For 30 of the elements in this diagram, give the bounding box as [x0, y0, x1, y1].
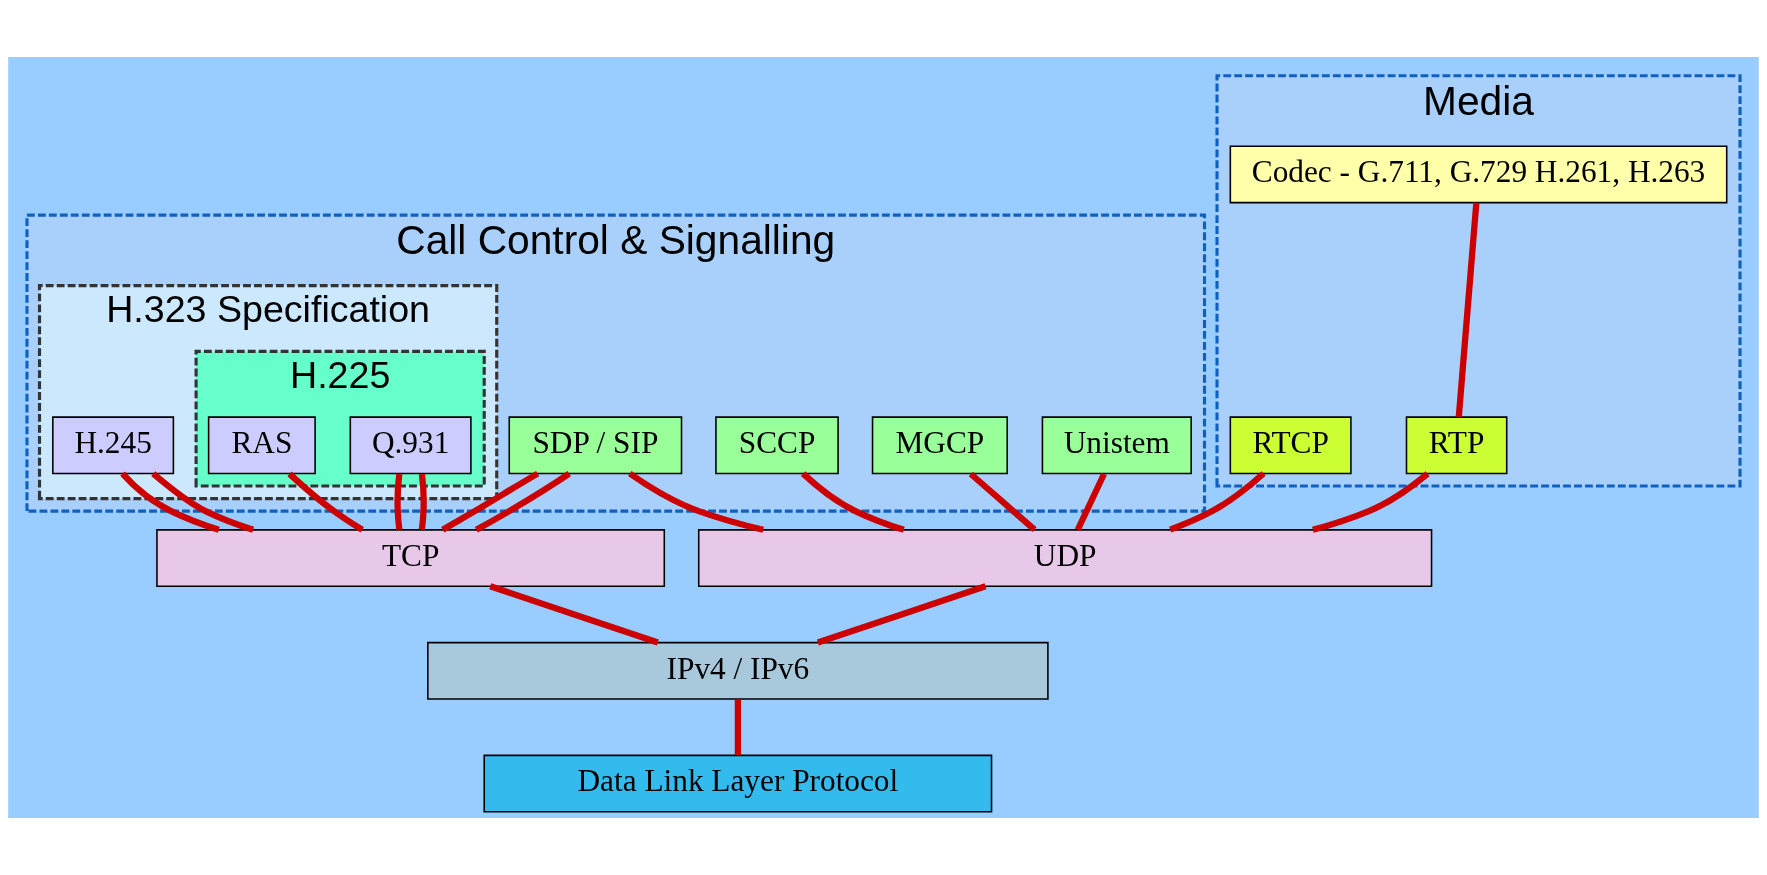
node-box: Data Link Layer Protocol: [483, 754, 993, 813]
node-box: MGCP: [871, 416, 1008, 475]
connector: [800, 471, 905, 533]
connector: [1312, 471, 1430, 533]
node-box: IPv4 / IPv6: [427, 641, 1049, 700]
connector: [1455, 202, 1480, 418]
connector: [394, 473, 403, 531]
node-box: Unistem: [1041, 416, 1192, 475]
connector: [968, 471, 1037, 533]
node-box: TCP: [156, 529, 666, 588]
connector: [489, 583, 659, 646]
node-box: RTCP: [1229, 416, 1352, 475]
connector: [1074, 472, 1107, 532]
connector: [734, 699, 741, 756]
connector: [151, 471, 255, 533]
node-box: SCCP: [715, 416, 839, 475]
connector: [441, 470, 540, 533]
connector: [287, 471, 364, 533]
node-box: SDP / SIP: [508, 416, 683, 475]
node-box: Codec - G.711, G.729 H.261, H.263: [1229, 145, 1728, 204]
node-box: H.245: [52, 416, 175, 475]
connector: [418, 473, 427, 531]
connector: [816, 583, 987, 646]
connector: [474, 471, 571, 533]
node-box: RAS: [207, 416, 316, 475]
node-box: Q.931: [349, 416, 472, 475]
connector: [628, 470, 764, 533]
node-box: RTP: [1405, 416, 1508, 475]
node-box: UDP: [697, 529, 1433, 588]
connector: [120, 471, 220, 533]
